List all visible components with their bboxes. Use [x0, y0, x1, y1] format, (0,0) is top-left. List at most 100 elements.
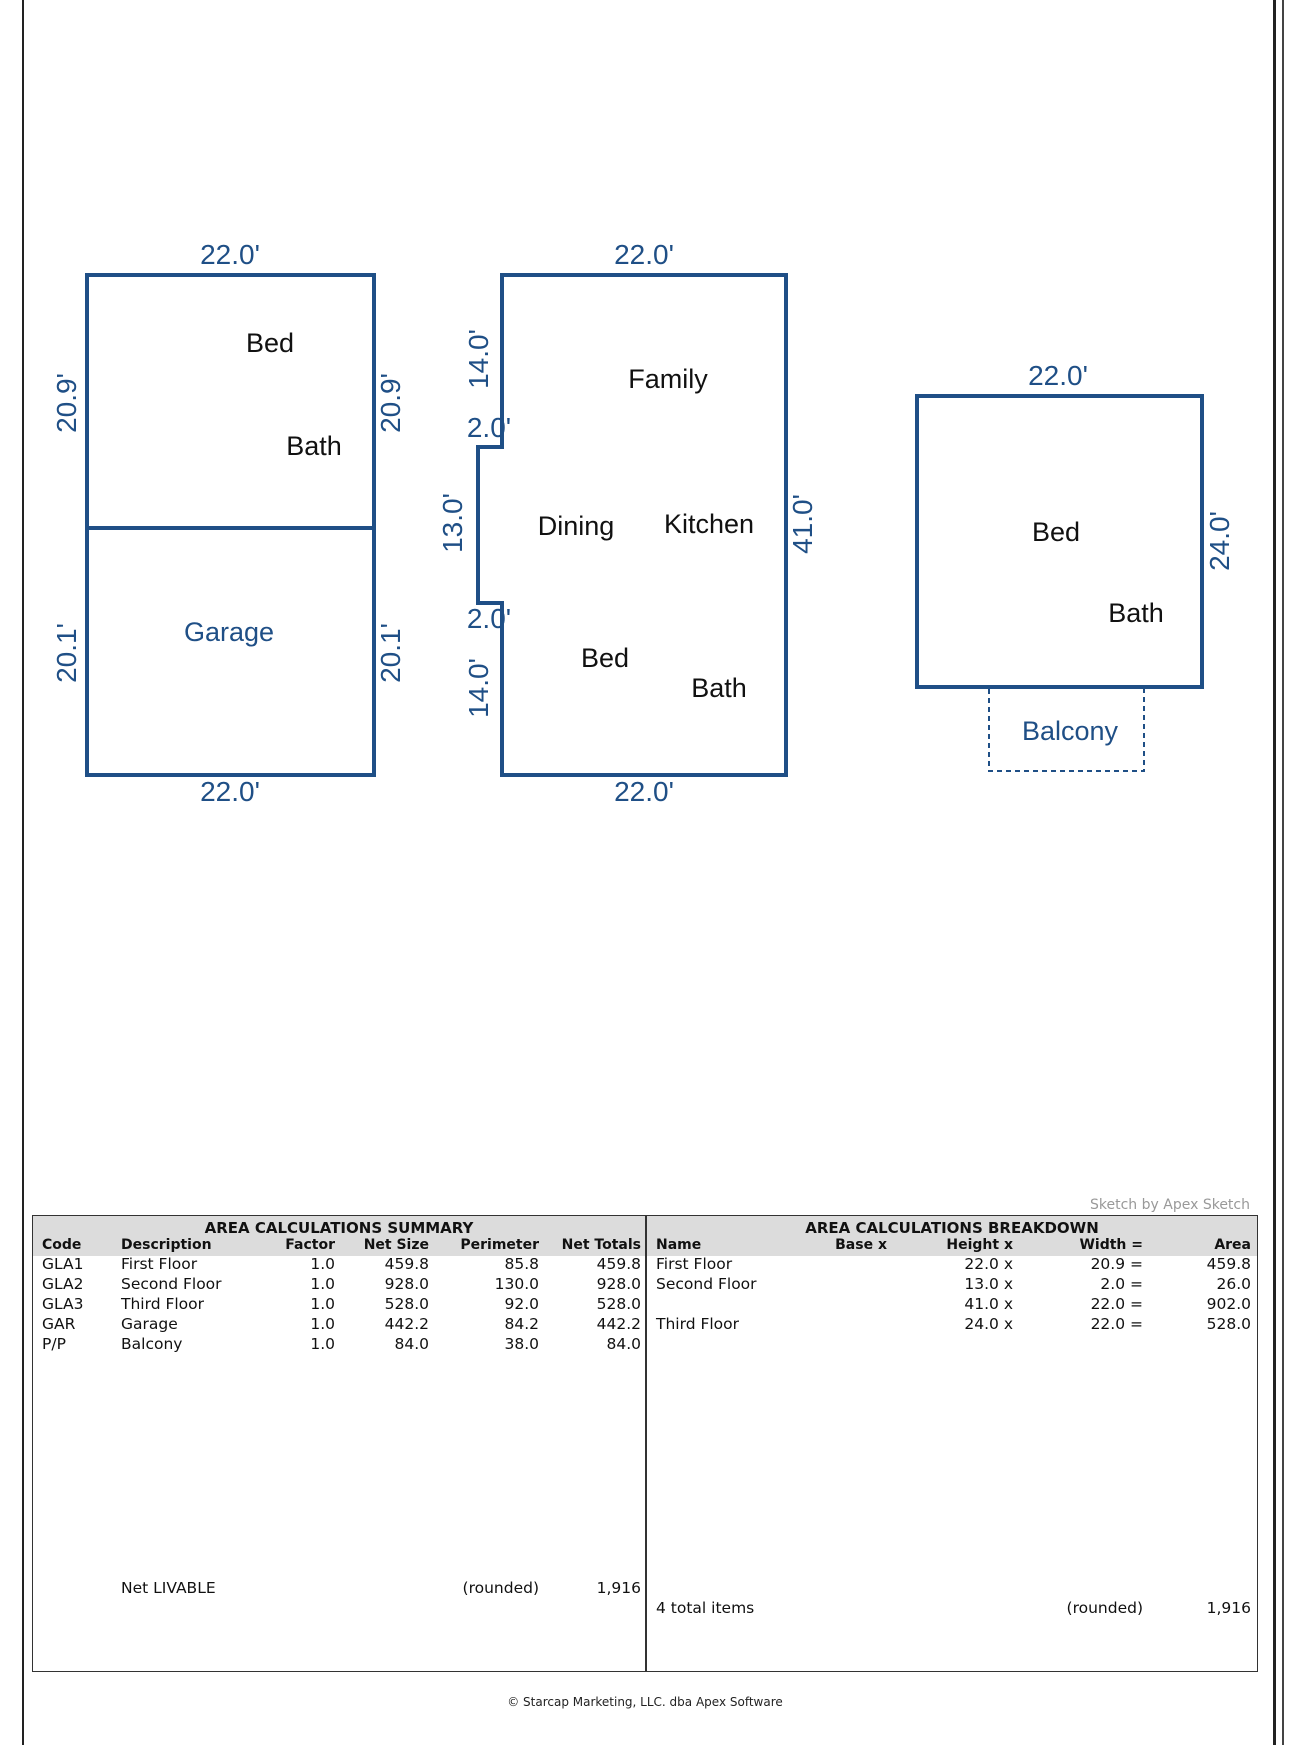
summary-cell-net-size: 84.0 — [394, 1335, 429, 1353]
breakdown-header-band: AREA CALCULATIONS BREAKDOWN Name Base x … — [647, 1216, 1257, 1256]
first-floor-top-dim: 22.0' — [200, 239, 260, 270]
summary-col-net-size: Net Size — [363, 1237, 429, 1253]
copyright-footer: © Starcap Marketing, LLC. dba Apex Softw… — [507, 1695, 783, 1709]
third-floor-plan: 22.0' 24.0' Bed Bath Balcony — [915, 360, 1235, 772]
summary-header-band: AREA CALCULATIONS SUMMARY Code Descripti… — [33, 1216, 645, 1256]
summary-col-perimeter: Perimeter — [460, 1237, 539, 1253]
second-floor-notch-top-dim: 2.0' — [467, 412, 511, 443]
summary-cell-perimeter: 84.2 — [504, 1315, 539, 1333]
summary-cell-description: First Floor — [121, 1255, 198, 1273]
breakdown-cell-width: 22.0 = — [1090, 1295, 1143, 1313]
summary-cell-perimeter: 92.0 — [504, 1295, 539, 1313]
second-floor-room-bath: Bath — [691, 673, 747, 703]
page-border-right-outer — [1282, 0, 1284, 1745]
summary-rounded-label: (rounded) — [462, 1579, 539, 1597]
summary-cell-factor: 1.0 — [310, 1275, 335, 1293]
second-floor-room-bed: Bed — [581, 643, 629, 673]
summary-cell-code: GAR — [42, 1315, 76, 1333]
breakdown-total: 1,916 — [1206, 1599, 1251, 1617]
summary-cell-factor: 1.0 — [310, 1315, 335, 1333]
summary-cell-perimeter: 85.8 — [504, 1255, 539, 1273]
summary-cell-net-size: 442.2 — [384, 1315, 429, 1333]
breakdown-cell-height: 13.0 x — [964, 1275, 1013, 1293]
summary-cell-net-total: 84.0 — [606, 1335, 641, 1353]
summary-cell-description: Second Floor — [121, 1275, 222, 1293]
third-floor-top-dim: 22.0' — [1028, 360, 1088, 391]
breakdown-cell-area: 902.0 — [1206, 1295, 1251, 1313]
third-floor-room-bed: Bed — [1032, 517, 1080, 547]
summary-cell-net-size: 928.0 — [384, 1275, 429, 1293]
table-divider — [645, 1216, 647, 1671]
summary-cell-net-size: 528.0 — [384, 1295, 429, 1313]
summary-cell-net-total: 928.0 — [596, 1275, 641, 1293]
breakdown-rounded-label: (rounded) — [1066, 1599, 1143, 1617]
summary-col-description: Description — [121, 1237, 212, 1253]
summary-cell-net-total: 442.2 — [596, 1315, 641, 1333]
breakdown-cell-height: 24.0 x — [964, 1315, 1013, 1333]
first-floor-left-dim: 20.9' — [51, 373, 82, 433]
garage-left-dim: 20.1' — [51, 623, 82, 683]
summary-col-factor: Factor — [285, 1237, 335, 1253]
second-floor-right-dim: 41.0' — [787, 494, 818, 554]
sketch-credit: Sketch by Apex Sketch — [1090, 1197, 1250, 1213]
second-floor-top-dim: 22.0' — [614, 239, 674, 270]
summary-cell-factor: 1.0 — [310, 1255, 335, 1273]
page-border-right — [1273, 0, 1276, 1745]
second-floor-left-bottom-dim: 14.0' — [463, 658, 494, 718]
breakdown-cell-height: 22.0 x — [964, 1255, 1013, 1273]
summary-cell-code: GLA2 — [42, 1275, 84, 1293]
third-floor-outline — [915, 394, 1204, 689]
net-livable-total: 1,916 — [596, 1579, 641, 1597]
summary-cell-code: P/P — [42, 1335, 66, 1353]
first-floor-right-dim: 20.9' — [375, 373, 406, 433]
first-floor-room-bath: Bath — [286, 431, 342, 461]
breakdown-cell-area: 26.0 — [1216, 1275, 1251, 1293]
summary-cell-description: Balcony — [121, 1335, 183, 1353]
summary-cell-code: GLA3 — [42, 1295, 84, 1313]
breakdown-col-base: Base x — [835, 1237, 887, 1253]
total-items-label: 4 total items — [656, 1599, 755, 1617]
first-floor-plan: 22.0' 22.0' 20.9' 20.9' 20.1' 20.1' Bed … — [51, 239, 406, 807]
breakdown-cell-width: 22.0 = — [1090, 1315, 1143, 1333]
breakdown-cell-area: 459.8 — [1206, 1255, 1251, 1273]
first-floor-outline — [85, 273, 376, 530]
summary-cell-description: Garage — [121, 1315, 178, 1333]
summary-cell-factor: 1.0 — [310, 1295, 335, 1313]
summary-cell-net-size: 459.8 — [384, 1255, 429, 1273]
breakdown-cell-width: 2.0 = — [1100, 1275, 1143, 1293]
second-floor-outline — [476, 273, 788, 777]
breakdown-col-height: Height x — [946, 1237, 1013, 1253]
second-floor-plan: 22.0' 22.0' 14.0' 2.0' 13.0' 2.0' 14.0' … — [437, 239, 818, 807]
breakdown-cell-name: Third Floor — [656, 1315, 740, 1333]
third-floor-right-dim: 24.0' — [1204, 511, 1235, 571]
second-floor-left-mid-dim: 13.0' — [437, 493, 468, 553]
first-floor-bottom-dim: 22.0' — [200, 776, 260, 807]
second-floor-room-kitchen: Kitchen — [664, 509, 754, 539]
summary-cell-net-total: 528.0 — [596, 1295, 641, 1313]
third-floor-room-bath: Bath — [1108, 598, 1164, 628]
breakdown-cell-width: 20.9 = — [1090, 1255, 1143, 1273]
floor-plan-sketch: 22.0' 22.0' 20.9' 20.9' 20.1' 20.1' Bed … — [51, 239, 1235, 807]
area-calculations-tables: AREA CALCULATIONS SUMMARY Code Descripti… — [32, 1215, 1258, 1672]
summary-cell-net-total: 459.8 — [596, 1255, 641, 1273]
second-floor-notch-bottom-dim: 2.0' — [467, 603, 511, 634]
second-floor-room-dining: Dining — [538, 511, 615, 541]
garage-right-dim: 20.1' — [375, 623, 406, 683]
breakdown-col-name: Name — [656, 1237, 702, 1253]
net-livable-label: Net LIVABLE — [121, 1579, 216, 1597]
garage-label: Garage — [184, 617, 274, 647]
summary-cell-perimeter: 130.0 — [494, 1275, 539, 1293]
summary-cell-factor: 1.0 — [310, 1335, 335, 1353]
page-border-left — [22, 0, 24, 1745]
summary-cell-perimeter: 38.0 — [504, 1335, 539, 1353]
breakdown-cell-area: 528.0 — [1206, 1315, 1251, 1333]
second-floor-left-top-dim: 14.0' — [463, 329, 494, 389]
breakdown-cell-name: First Floor — [656, 1255, 733, 1273]
balcony-outline — [988, 689, 1145, 772]
breakdown-cell-height: 41.0 x — [964, 1295, 1013, 1313]
breakdown-col-width: Width = — [1079, 1237, 1143, 1253]
summary-col-code: Code — [42, 1237, 82, 1253]
second-floor-bottom-dim: 22.0' — [614, 776, 674, 807]
summary-col-net-totals: Net Totals — [561, 1237, 641, 1253]
breakdown-title: AREA CALCULATIONS BREAKDOWN — [805, 1219, 1099, 1237]
